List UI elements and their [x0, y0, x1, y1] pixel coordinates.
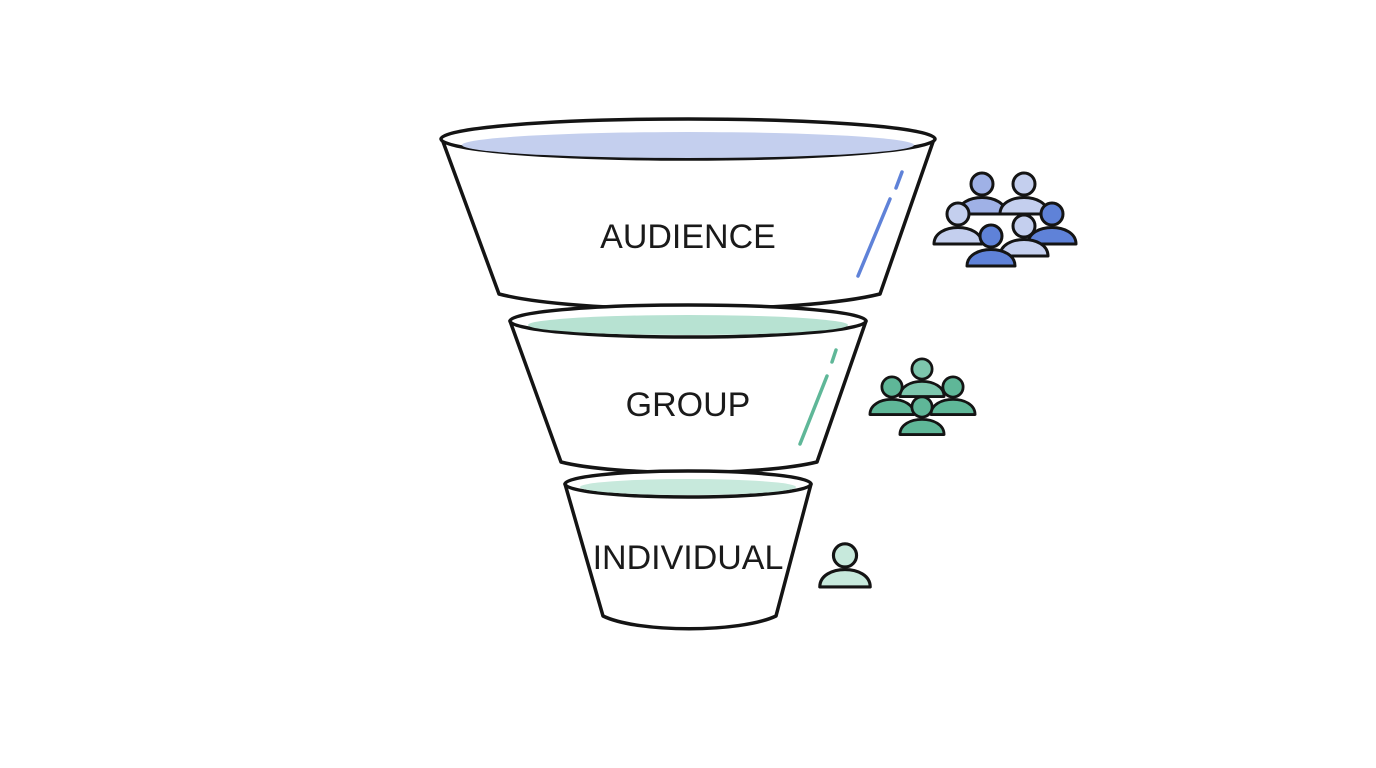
funnel-tier-individual-liquid: [580, 479, 796, 495]
person-icon: [818, 542, 872, 589]
funnel-tier-audience: AUDIENCE: [439, 117, 937, 311]
funnel-tier-group-shine-long: [798, 374, 829, 446]
tier-label-individual: INDIVIDUAL: [593, 539, 784, 577]
tier-label-audience: AUDIENCE: [600, 218, 776, 256]
funnel-tier-audience-shine-long: [856, 197, 892, 278]
group-icon: [868, 357, 977, 436]
tier-label-group: GROUP: [626, 386, 751, 424]
funnel-tier-group: GROUP: [508, 303, 868, 475]
funnel-tier-group-shine-short: [830, 348, 838, 364]
funnel-tier-audience-liquid: [462, 132, 914, 158]
funnel-tier-audience-shine-short: [894, 170, 904, 190]
funnel-tier-individual-body: [563, 482, 813, 631]
crowd-icon: [932, 171, 1078, 268]
funnel-tier-individual: INDIVIDUAL: [563, 469, 813, 631]
funnel-tier-group-liquid: [528, 315, 848, 335]
